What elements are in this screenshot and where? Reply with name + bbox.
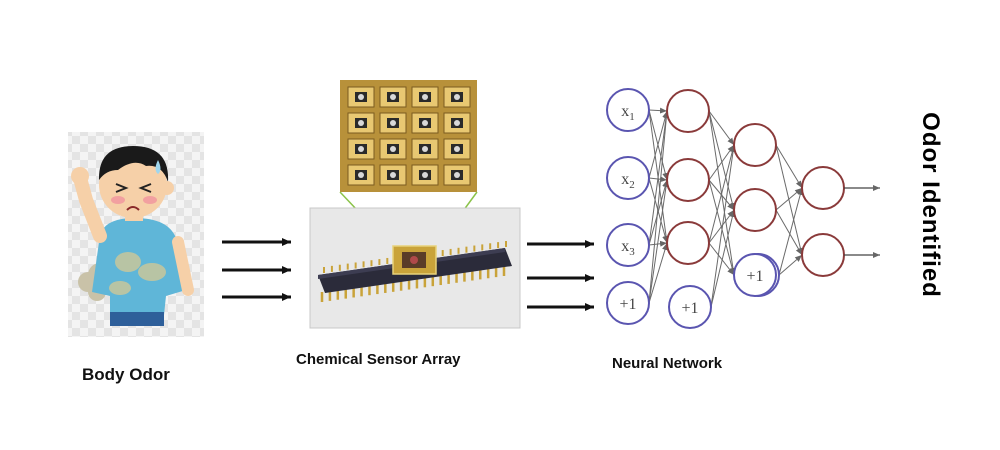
svg-text:+1: +1 — [619, 296, 636, 313]
body-odor-caption: Body Odor — [82, 365, 170, 384]
connection-edge — [708, 179, 736, 276]
sensor-cell — [411, 86, 439, 108]
sensor-cell — [379, 164, 407, 186]
hidden2-bias-node: +1 — [733, 253, 777, 297]
sensor-cell — [411, 138, 439, 160]
connection-edge — [775, 187, 803, 211]
input-node: x1 — [606, 88, 650, 132]
hidden2-neuron — [733, 188, 777, 232]
sensor-cell — [379, 86, 407, 108]
connection-edge — [708, 242, 735, 276]
connection-edge — [775, 144, 804, 256]
input-node: x3 — [606, 223, 650, 267]
hidden1-neuron — [666, 221, 710, 265]
sensor-cell — [443, 86, 471, 108]
connection-edge — [648, 110, 670, 246]
input-node: x2 — [606, 156, 650, 200]
input-node: +1 — [606, 281, 650, 325]
sensor-cell — [443, 112, 471, 134]
connection-edge — [648, 110, 669, 179]
sensor-cell — [379, 112, 407, 134]
connection-edge — [708, 110, 736, 276]
output-neuron — [801, 233, 845, 277]
sensor-output-arrows — [527, 240, 594, 311]
svg-text:+1: +1 — [746, 268, 763, 285]
odor-identified-label: Odor Identified — [917, 112, 944, 298]
sensor-cell — [347, 112, 375, 134]
sensor-cell — [411, 164, 439, 186]
sensor-cell — [347, 138, 375, 160]
connection-edge — [648, 107, 668, 114]
sensor-cell — [379, 138, 407, 160]
connection-edge — [710, 144, 736, 308]
output-neuron — [801, 166, 845, 210]
connection-edge — [648, 110, 670, 304]
connection-edge — [775, 209, 803, 256]
sensor-chip-photo — [309, 207, 521, 329]
connection-edge — [710, 209, 736, 308]
input-arrows — [222, 238, 291, 301]
chip-pins — [320, 241, 507, 302]
hidden1-neuron — [666, 158, 710, 202]
hidden1-neuron — [666, 89, 710, 133]
sensor-cell — [411, 112, 439, 134]
sensor-cell — [443, 164, 471, 186]
connection-edge — [648, 179, 669, 246]
connection-edge — [708, 110, 736, 211]
sensor-cell — [347, 164, 375, 186]
svg-text:+1: +1 — [681, 300, 698, 317]
body-odor-illustration — [68, 132, 204, 337]
connection-edge — [648, 242, 668, 304]
network-connections — [648, 107, 804, 308]
hidden1-bias-node: +1 — [668, 285, 712, 329]
connection-edge — [778, 187, 804, 276]
sensor-array-zoom — [340, 80, 477, 192]
sensor-cell — [347, 86, 375, 108]
connection-edge — [775, 144, 803, 189]
output-arrows — [844, 185, 880, 258]
hidden2-neuron — [733, 123, 777, 167]
sensor-cell — [443, 138, 471, 160]
connection-edge — [778, 254, 803, 276]
connection-edge — [708, 110, 735, 146]
neural-network-caption: Neural Network — [612, 355, 723, 372]
sensor-array-caption: Chemical Sensor Array — [296, 351, 461, 368]
sensor-cell-grid — [347, 86, 471, 186]
connection-edge — [648, 179, 669, 304]
